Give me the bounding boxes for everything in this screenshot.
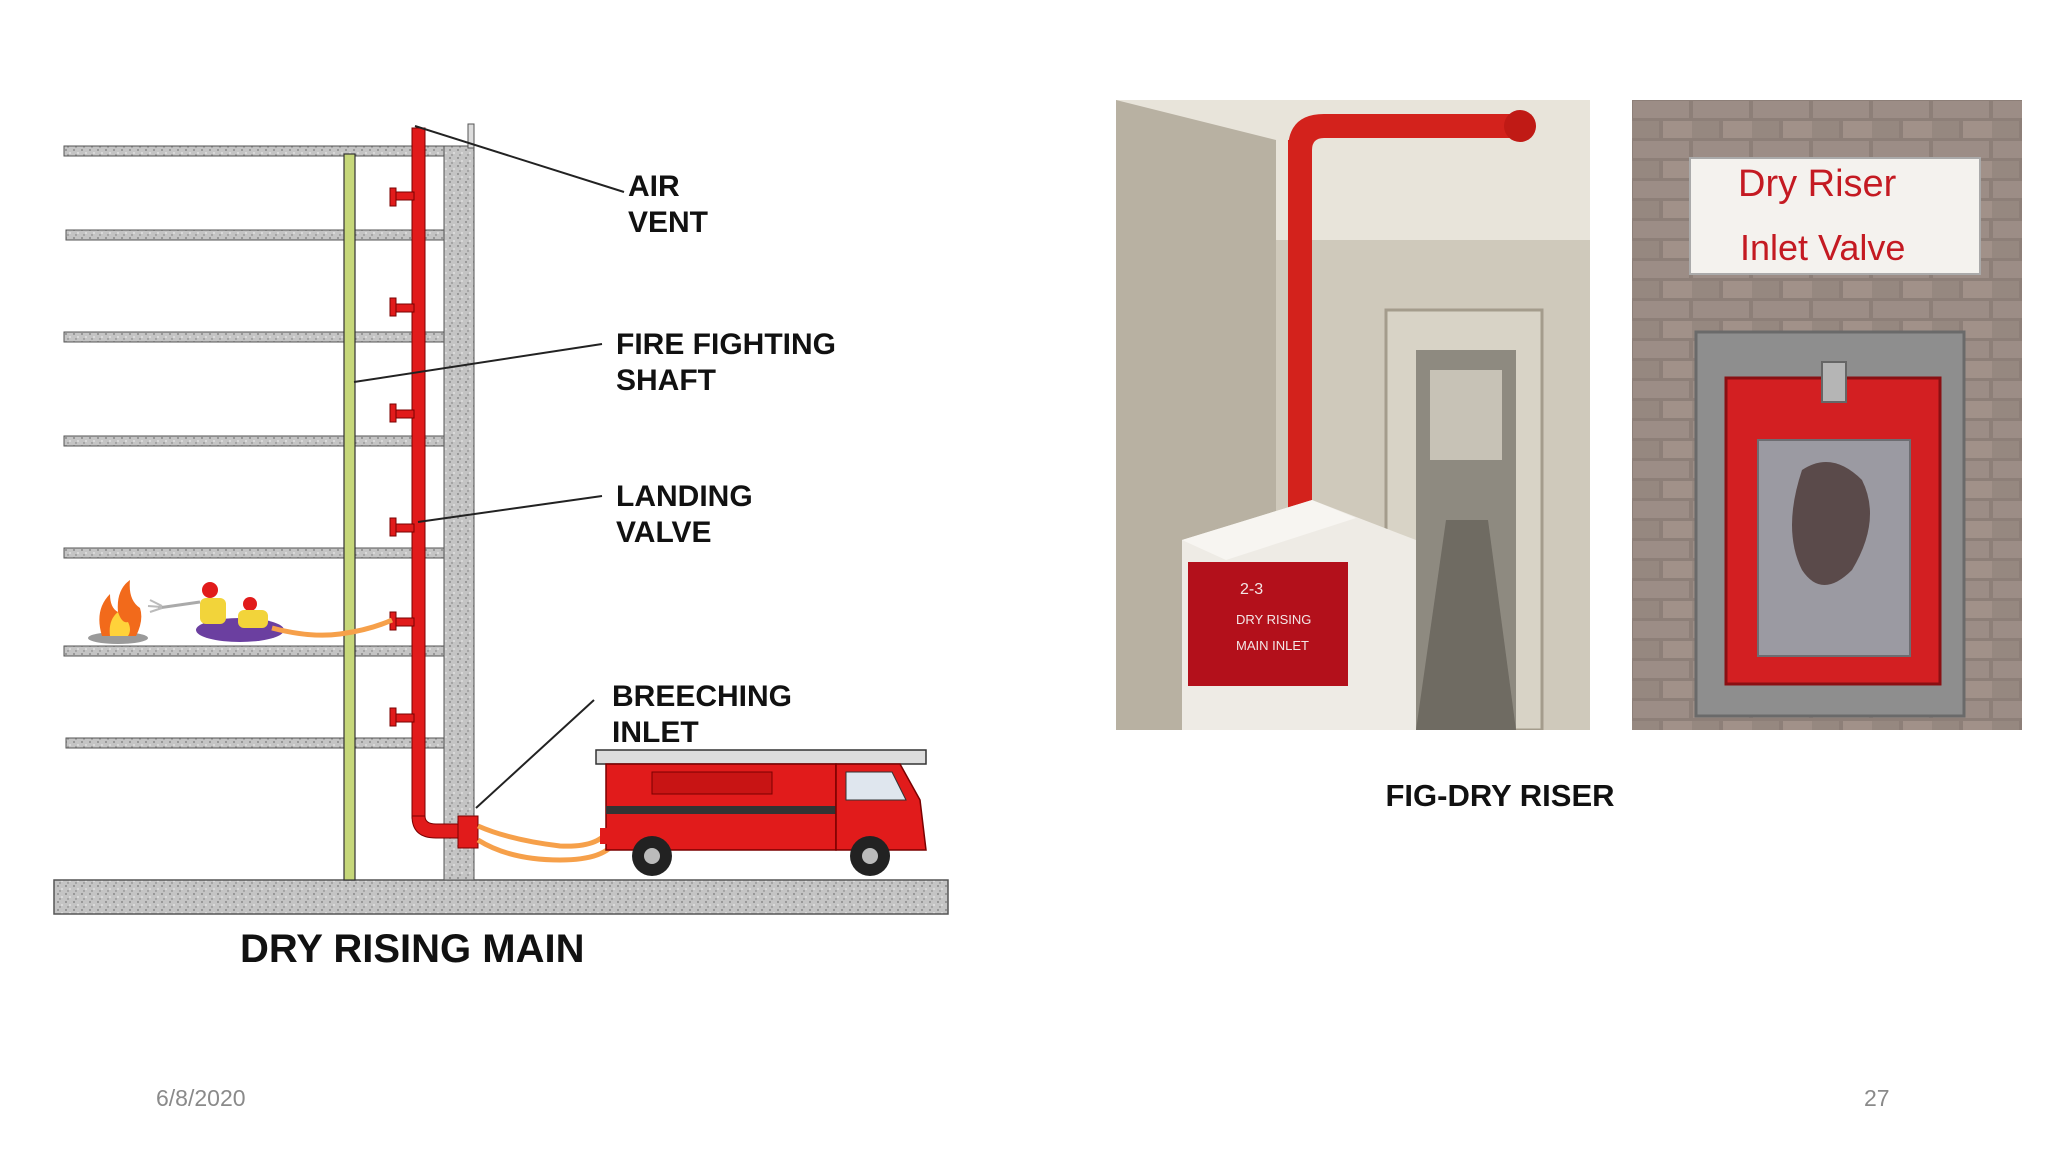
firefighters-icon: [147, 582, 284, 642]
landing-valve: [389, 187, 415, 207]
landing-valve-label-line2: VALVE: [616, 516, 712, 549]
landing-valve: [389, 707, 415, 727]
floor-slab: [63, 145, 445, 157]
landing-valve-label-line1: LANDING: [616, 480, 753, 513]
dry-riser-sign-line1: Dry Riser: [1738, 163, 1897, 205]
air-vent-stub: [467, 123, 475, 149]
corridor-photo-svg: 2-3 DRY RISING MAIN INLET: [1116, 100, 1590, 730]
landing-valve: [389, 517, 415, 537]
footer-page-number: 27: [1864, 1085, 1890, 1111]
inlet-sign-line2: DRY RISING: [1236, 612, 1311, 627]
floor-slab: [63, 547, 445, 559]
shaft-label-line1: FIRE FIGHTING: [616, 328, 836, 361]
floor-slab: [63, 435, 445, 447]
breeching-inlet-label-line1: BREECHING: [612, 680, 792, 713]
photo-dry-riser-corridor: 2-3 DRY RISING MAIN INLET: [1116, 100, 1590, 730]
dry-riser-sign-line2: Inlet Valve: [1740, 227, 1905, 268]
air-vent-label-line2: VENT: [628, 206, 708, 239]
landing-valve: [389, 611, 415, 631]
footer-date: 6/8/2020: [156, 1085, 246, 1111]
fire-truck-icon: [595, 749, 927, 876]
shaft-leader: [353, 343, 603, 383]
breeching-inlet-box: [457, 815, 479, 849]
dry-riser-sign: [1689, 157, 1981, 275]
landing-valve: [389, 297, 415, 317]
inlet-sign-line3: MAIN INLET: [1236, 638, 1309, 653]
floor-slab: [65, 737, 445, 749]
floor-slab: [65, 229, 445, 241]
floor-slab: [63, 645, 445, 657]
hose: [476, 823, 613, 849]
breeching-inlet-leader: [475, 699, 595, 809]
floor-slab: [63, 331, 445, 343]
landing-valve: [389, 403, 415, 423]
figure-caption: FIG-DRY RISER: [1385, 778, 1615, 813]
ground-slab: [53, 879, 949, 915]
air-vent-leader: [414, 125, 625, 193]
air-vent-label-line1: AIR: [628, 170, 680, 203]
dry-rising-main-diagram: AIR VENT FIRE FIGHTING SHAFT LANDING VAL…: [40, 100, 960, 990]
concrete-wall: [443, 145, 475, 881]
landing-valve-leader: [417, 495, 603, 523]
diagram-svg: AIR VENT FIRE FIGHTING SHAFT LANDING VAL…: [53, 123, 949, 971]
hose: [271, 617, 394, 638]
fire-icon: [88, 580, 148, 644]
photo-dry-riser-inlet-valve: Dry Riser Inlet Valve: [1632, 100, 2022, 730]
inlet-sign: [1188, 562, 1348, 686]
red-pipe-bend: [1288, 114, 1516, 150]
diagram-title: DRY RISING MAIN: [240, 927, 584, 971]
breeching-inlet-label-line2: INLET: [612, 716, 699, 749]
inlet-valve-photo-svg: Dry Riser Inlet Valve: [1632, 100, 2022, 730]
fire-fighting-shaft: [343, 153, 356, 881]
shaft-label-line2: SHAFT: [616, 364, 716, 397]
inlet-sign-line1: 2-3: [1240, 581, 1263, 598]
